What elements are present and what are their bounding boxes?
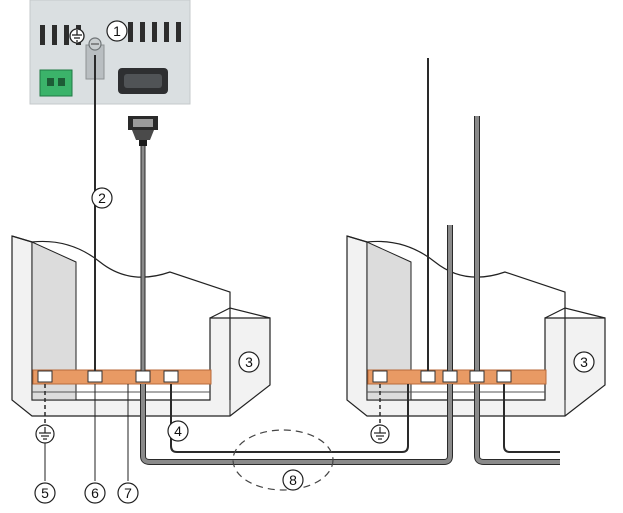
svg-text:3: 3 bbox=[245, 354, 253, 370]
ground-icon bbox=[35, 424, 55, 444]
callout-3-right: 3 bbox=[573, 351, 595, 373]
cables bbox=[94, 55, 480, 378]
grounding-rail-left bbox=[32, 369, 212, 385]
svg-text:8: 8 bbox=[289, 472, 297, 488]
bottom-cables bbox=[44, 384, 560, 465]
callout-2: 2 bbox=[91, 187, 113, 209]
power-connector bbox=[39, 69, 73, 97]
callout-leaders bbox=[44, 384, 129, 481]
ground-icon bbox=[69, 28, 85, 44]
svg-text:7: 7 bbox=[124, 485, 132, 501]
callout-6: 6 bbox=[84, 482, 106, 504]
cable-routing-ellipse bbox=[232, 429, 334, 491]
callout-5: 5 bbox=[34, 482, 56, 504]
data-cable-plug bbox=[128, 116, 158, 146]
callout-4: 4 bbox=[167, 420, 189, 442]
callout-7: 7 bbox=[117, 482, 139, 504]
cabinet-right bbox=[346, 235, 606, 417]
svg-text:6: 6 bbox=[91, 485, 99, 501]
svg-text:1: 1 bbox=[113, 23, 121, 39]
callout-3-left: 3 bbox=[238, 351, 260, 373]
ground-icon bbox=[370, 424, 390, 444]
callout-8: 8 bbox=[282, 469, 304, 491]
cabinet-left bbox=[11, 235, 271, 417]
svg-text:5: 5 bbox=[41, 485, 49, 501]
serial-port bbox=[118, 68, 168, 94]
svg-text:4: 4 bbox=[174, 423, 182, 439]
hmi-device-photo bbox=[29, 0, 191, 105]
svg-text:3: 3 bbox=[580, 354, 588, 370]
svg-text:2: 2 bbox=[98, 190, 106, 206]
cable-clamps bbox=[37, 370, 512, 383]
callout-1: 1 bbox=[106, 20, 128, 42]
